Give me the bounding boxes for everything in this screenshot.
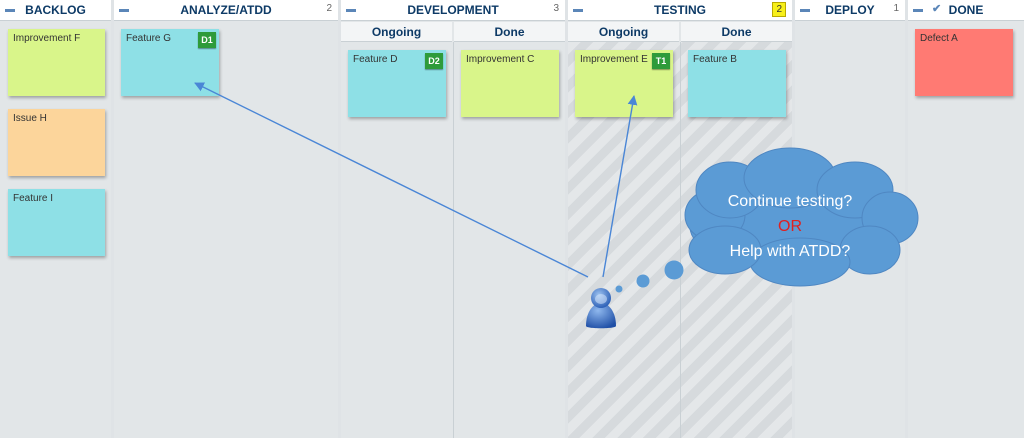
card-feature-d[interactable]: Feature D D2	[348, 50, 446, 117]
card-title: Defect A	[920, 33, 958, 44]
card-title: Feature I	[13, 193, 54, 204]
thought-line-1: Continue testing?	[727, 193, 853, 210]
card-improvement-f[interactable]: Improvement F	[8, 29, 105, 96]
card-issue-h[interactable]: Issue H	[8, 109, 105, 176]
collapse-icon[interactable]	[800, 9, 810, 12]
card-title: Feature B	[693, 54, 737, 65]
wip-limit-badge: 2	[772, 2, 786, 17]
column-title: TESTING	[653, 3, 706, 17]
card-title: Improvement C	[466, 54, 535, 65]
card-improvement-c[interactable]: Improvement C	[461, 50, 559, 117]
collapse-icon[interactable]	[5, 9, 15, 12]
checkmark-icon: ✔	[932, 3, 942, 15]
column-header-done: ✔ DONE	[908, 0, 1024, 21]
card-title: Feature G	[126, 33, 172, 44]
card-title: Feature D	[353, 54, 398, 65]
card-title: Improvement E	[580, 54, 648, 65]
collapse-icon[interactable]	[913, 9, 923, 12]
card-title: Issue H	[13, 113, 47, 124]
subcolumn-divider	[453, 42, 454, 438]
column-title: BACKLOG	[25, 3, 86, 17]
column-title: DEVELOPMENT	[407, 3, 499, 17]
wip-limit: 3	[553, 3, 559, 14]
card-feature-b[interactable]: Feature B	[688, 50, 786, 117]
subcolumn-header-ongoing: Ongoing	[568, 22, 679, 42]
subcolumn-header-ongoing: Ongoing	[341, 22, 452, 42]
card-tag: D2	[425, 53, 443, 69]
column-header-testing: TESTING 2	[568, 0, 792, 21]
card-tag: D1	[198, 32, 216, 48]
card-defect-a[interactable]: Defect A	[915, 29, 1013, 96]
subcolumn-header-done: Done	[454, 22, 565, 42]
thought-line-3: Help with ATDD?	[729, 243, 851, 260]
column-title: ANALYZE/ATDD	[180, 3, 272, 17]
card-tag: T1	[652, 53, 670, 69]
column-title: DEPLOY	[825, 3, 875, 17]
subcolumn-divider	[680, 42, 681, 438]
column-header-backlog: BACKLOG	[0, 0, 111, 21]
column-header-analyze: ANALYZE/ATDD 2	[114, 0, 338, 21]
column-title: DONE	[948, 3, 984, 17]
thought-cloud-text: Continue testing? OR Help with ATDD?	[695, 189, 885, 264]
column-header-development: DEVELOPMENT 3	[341, 0, 565, 21]
card-title: Improvement F	[13, 33, 81, 44]
card-feature-i[interactable]: Feature I	[8, 189, 105, 256]
collapse-icon[interactable]	[119, 9, 129, 12]
subcolumn-header-done: Done	[681, 22, 792, 42]
card-feature-g[interactable]: Feature G D1	[121, 29, 219, 96]
wip-limit: 2	[326, 3, 332, 14]
thought-line-or: OR	[778, 218, 802, 235]
collapse-icon[interactable]	[573, 9, 583, 12]
column-header-deploy: DEPLOY 1	[795, 0, 905, 21]
wip-limit: 1	[893, 3, 899, 14]
card-improvement-e[interactable]: Improvement E T1	[575, 50, 673, 117]
collapse-icon[interactable]	[346, 9, 356, 12]
